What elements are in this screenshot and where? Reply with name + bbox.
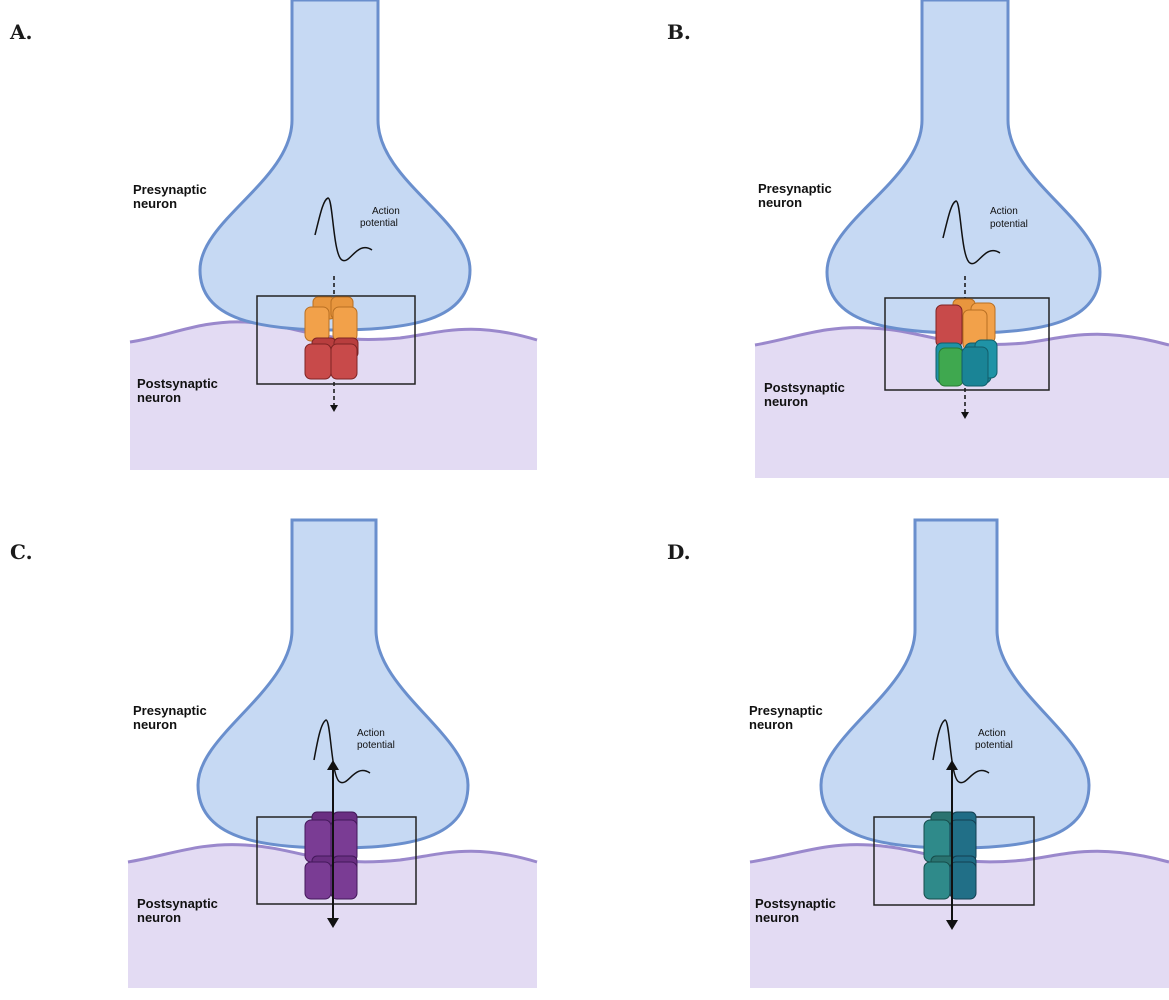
postsynaptic-label-line2: neuron [764,395,808,409]
purple-channel [305,812,357,899]
action-potential-label-line2: potential [360,218,398,229]
presynaptic-label-line2: neuron [133,197,177,211]
presynaptic-label-line2: neuron [758,196,802,210]
presynaptic-label-line1: Presynaptic [749,704,823,718]
action-potential-label-line1: Action [372,206,400,217]
presynaptic-label-line2: neuron [133,718,177,732]
presynaptic-label-line1: Presynaptic [133,704,207,718]
postsynaptic-label-line1: Postsynaptic [755,897,836,911]
presynaptic-terminal [200,0,470,330]
presynaptic-label-line1: Presynaptic [133,183,207,197]
postsynaptic-label-line1: Postsynaptic [764,381,845,395]
panel-letter: C. [10,540,33,564]
panel-a-diagram [0,0,540,480]
panel-b: B. Presynaptic neuron Action potential P… [625,0,1165,480]
action-potential-label-line2: potential [990,219,1028,230]
multicolor-channel [936,299,997,386]
postsynaptic-label-line1: Postsynaptic [137,377,218,391]
panel-letter: D. [667,540,691,564]
action-potential-label-line2: potential [357,740,395,751]
postsynaptic-label-line1: Postsynaptic [137,897,218,911]
postsynaptic-label-line2: neuron [137,391,181,405]
action-potential-label-line2: potential [975,740,1013,751]
panel-c-diagram [0,520,540,988]
presynaptic-terminal [821,520,1089,848]
panel-letter: B. [667,20,691,44]
panel-c: C. Presynaptic neuron Action potential P… [0,520,540,1000]
teal-channel [924,812,976,899]
panel-d: D. Presynaptic neuron Action potential P… [625,520,1165,1000]
action-potential-label-line1: Action [357,728,385,739]
presynaptic-terminal [827,0,1100,333]
postsynaptic-label-line2: neuron [137,911,181,925]
panel-d-diagram [625,520,1169,988]
action-potential-label-line1: Action [978,728,1006,739]
presynaptic-label-line2: neuron [749,718,793,732]
presynaptic-label-line1: Presynaptic [758,182,832,196]
panel-letter: A. [10,20,32,44]
orange-red-channel [305,297,358,379]
action-potential-label-line1: Action [990,206,1018,217]
panel-b-diagram [625,0,1169,480]
postsynaptic-label-line2: neuron [755,911,799,925]
panel-a: A. Presynaptic neuron Action potential P… [0,0,540,480]
